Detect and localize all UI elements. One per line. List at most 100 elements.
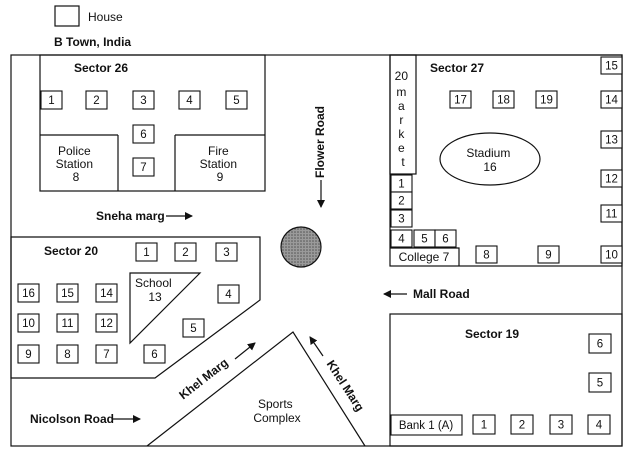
house-box-s20-3 xyxy=(215,242,238,262)
house-box-s20-15 xyxy=(56,283,79,303)
house-box-s19-5 xyxy=(588,372,612,393)
house-box-s20-1 xyxy=(135,242,158,262)
house-box-s26-6 xyxy=(132,124,155,144)
khel-marg-left-arrow-icon xyxy=(234,342,256,360)
house-label-s20-1: 1 xyxy=(143,247,149,259)
bank-box xyxy=(390,414,463,436)
market-label: 20 m a r k e t xyxy=(395,69,412,169)
sector-27-title: Sector 27 xyxy=(430,61,484,75)
house-label-s26-4: 4 xyxy=(186,95,193,107)
house-label-s20-12: 12 xyxy=(100,318,113,330)
school-triangle xyxy=(129,272,202,345)
house-box-s20-14 xyxy=(95,283,118,303)
town-title: B Town, India xyxy=(54,35,131,49)
house-label-s20-11: 11 xyxy=(62,318,74,330)
house-label-s26-5: 5 xyxy=(233,95,239,107)
house-box-s27-9 xyxy=(537,245,560,264)
sports-complex-block xyxy=(146,331,366,447)
fire-station-label: Fire Station 9 xyxy=(200,144,241,184)
house-label-s27-18: 18 xyxy=(497,95,510,107)
house-box-s27-19 xyxy=(535,90,558,109)
house-label-s27-14: 14 xyxy=(605,95,618,107)
house-box-s20-2 xyxy=(174,242,197,262)
house-label-s19-6: 6 xyxy=(597,339,603,351)
stadium-shape xyxy=(439,132,541,186)
house-box-s27-12 xyxy=(600,169,623,188)
house-label-s20-2: 2 xyxy=(182,247,188,259)
house-box-s20-7 xyxy=(95,344,118,364)
house-label-s20-9: 9 xyxy=(25,349,31,361)
house-box-s20-12 xyxy=(95,313,118,333)
house-label-s26-1: 1 xyxy=(48,95,54,107)
sector-19-title: Sector 19 xyxy=(465,327,519,341)
house-label-s27-2: 2 xyxy=(398,196,404,208)
sports-complex-label: Sports Complex xyxy=(253,397,300,425)
house-label-s19-3: 3 xyxy=(558,420,564,432)
house-box-s20-4 xyxy=(217,284,240,304)
house-label-s20-5: 5 xyxy=(190,323,196,335)
house-box-s20-11 xyxy=(56,313,79,333)
house-box-s20-8 xyxy=(56,344,79,364)
house-box-s27-3 xyxy=(390,209,413,228)
khel-marg-right-arrow-icon xyxy=(309,336,324,357)
house-label-s20-6: 6 xyxy=(151,349,157,361)
house-label-s20-10: 10 xyxy=(22,318,35,330)
road-label-khel-marg-left: Khel Marg xyxy=(176,355,230,402)
house-label-s27-6: 6 xyxy=(442,234,448,246)
house-box-s20-5 xyxy=(182,318,205,338)
house-label-s27-3: 3 xyxy=(398,214,404,226)
bank-label: Bank 1 (A) xyxy=(399,420,453,432)
house-box-s27-18 xyxy=(492,90,515,109)
house-label-s20-7: 7 xyxy=(103,349,109,361)
house-box-s26-7 xyxy=(132,157,155,177)
sector-19-block xyxy=(389,313,623,447)
house-box-s27-4 xyxy=(390,229,413,248)
house-label-s27-17: 17 xyxy=(454,95,467,107)
house-label-s20-3: 3 xyxy=(223,247,229,259)
house-box-s27-17 xyxy=(449,90,472,109)
house-label-s26-7: 7 xyxy=(140,162,146,174)
house-box-s27-13 xyxy=(600,130,623,149)
house-label-s27-5: 5 xyxy=(421,234,427,246)
house-box-s26-2 xyxy=(85,90,108,110)
house-label-s26-6: 6 xyxy=(140,129,146,141)
house-label-s20-14: 14 xyxy=(100,288,113,300)
legend-house-label: House xyxy=(88,10,123,24)
house-label-s20-4: 4 xyxy=(225,289,232,301)
house-label-s27-8: 8 xyxy=(483,250,489,262)
house-label-s20-8: 8 xyxy=(64,349,70,361)
house-box-s26-5 xyxy=(225,90,248,110)
legend-house-icon xyxy=(54,5,80,27)
road-label-flower-road: Flower Road xyxy=(313,106,327,178)
house-box-s26-1 xyxy=(40,90,63,110)
house-box-s20-6 xyxy=(143,344,166,364)
house-box-s20-9 xyxy=(17,344,40,364)
house-label-s19-2: 2 xyxy=(519,420,525,432)
house-box-s19-6 xyxy=(588,333,612,354)
house-label-s27-15: 15 xyxy=(605,61,618,73)
house-box-s27-14 xyxy=(600,90,623,109)
road-label-sneha-marg: Sneha marg xyxy=(96,209,165,223)
house-box-s27-2 xyxy=(390,191,413,210)
sector-20-title: Sector 20 xyxy=(44,244,98,258)
sector-20-block xyxy=(10,236,261,379)
house-box-s27-8 xyxy=(475,245,498,264)
house-label-s27-12: 12 xyxy=(605,174,618,186)
road-label-nicolson-road: Nicolson Road xyxy=(30,412,114,426)
house-label-s20-15: 15 xyxy=(61,288,74,300)
house-box-s19-1 xyxy=(472,414,496,435)
house-label-s27-4: 4 xyxy=(398,234,405,246)
college-block xyxy=(390,247,460,266)
house-box-s27-6 xyxy=(434,229,457,248)
stadium-label: Stadium 16 xyxy=(466,146,513,174)
house-box-s26-4 xyxy=(178,90,201,110)
house-label-s27-11: 11 xyxy=(606,209,618,221)
sector-26-block xyxy=(39,54,266,192)
school-label: School 13 xyxy=(135,276,175,304)
house-box-s27-15 xyxy=(600,56,623,75)
roundabout xyxy=(280,226,322,268)
house-box-s20-10 xyxy=(17,313,40,333)
college-label: College 7 xyxy=(399,250,450,264)
house-label-s19-1: 1 xyxy=(481,420,487,432)
